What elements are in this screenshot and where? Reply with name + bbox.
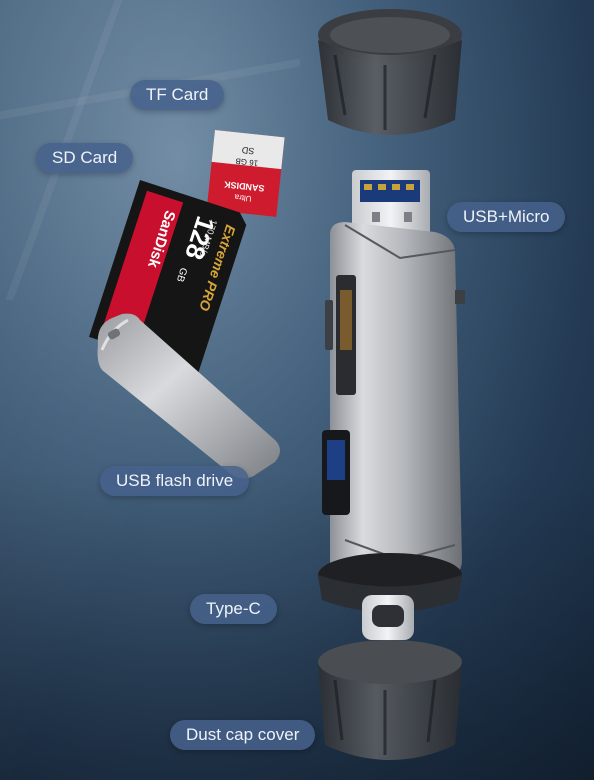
type-c-connector — [318, 553, 462, 640]
top-dust-cap — [318, 9, 462, 135]
usb-flash-drive-label: USB flash drive — [100, 466, 250, 496]
usb-micro-label: USB+Micro — [447, 202, 566, 232]
tf-brand-text: SANDISK — [223, 179, 265, 193]
sd-card-label: SD Card — [36, 143, 134, 173]
usb-a-connector — [352, 170, 430, 240]
tf-card: SD 16 GB SANDISK Ultra — [206, 130, 285, 217]
tf-capacity-text: 16 GB — [235, 156, 259, 167]
card-reader-body — [322, 222, 465, 575]
tf-format-text: SD — [241, 145, 255, 156]
bottom-dust-cap — [318, 640, 462, 760]
dust-cap-cover-label: Dust cap cover — [170, 720, 316, 750]
sd-unit-text: GB — [174, 266, 189, 283]
usb-flash-drive — [97, 313, 280, 479]
tf-card-label: TF Card — [130, 80, 225, 110]
type-c-label: Type-C — [190, 594, 277, 624]
tf-line-text: Ultra — [234, 192, 252, 203]
